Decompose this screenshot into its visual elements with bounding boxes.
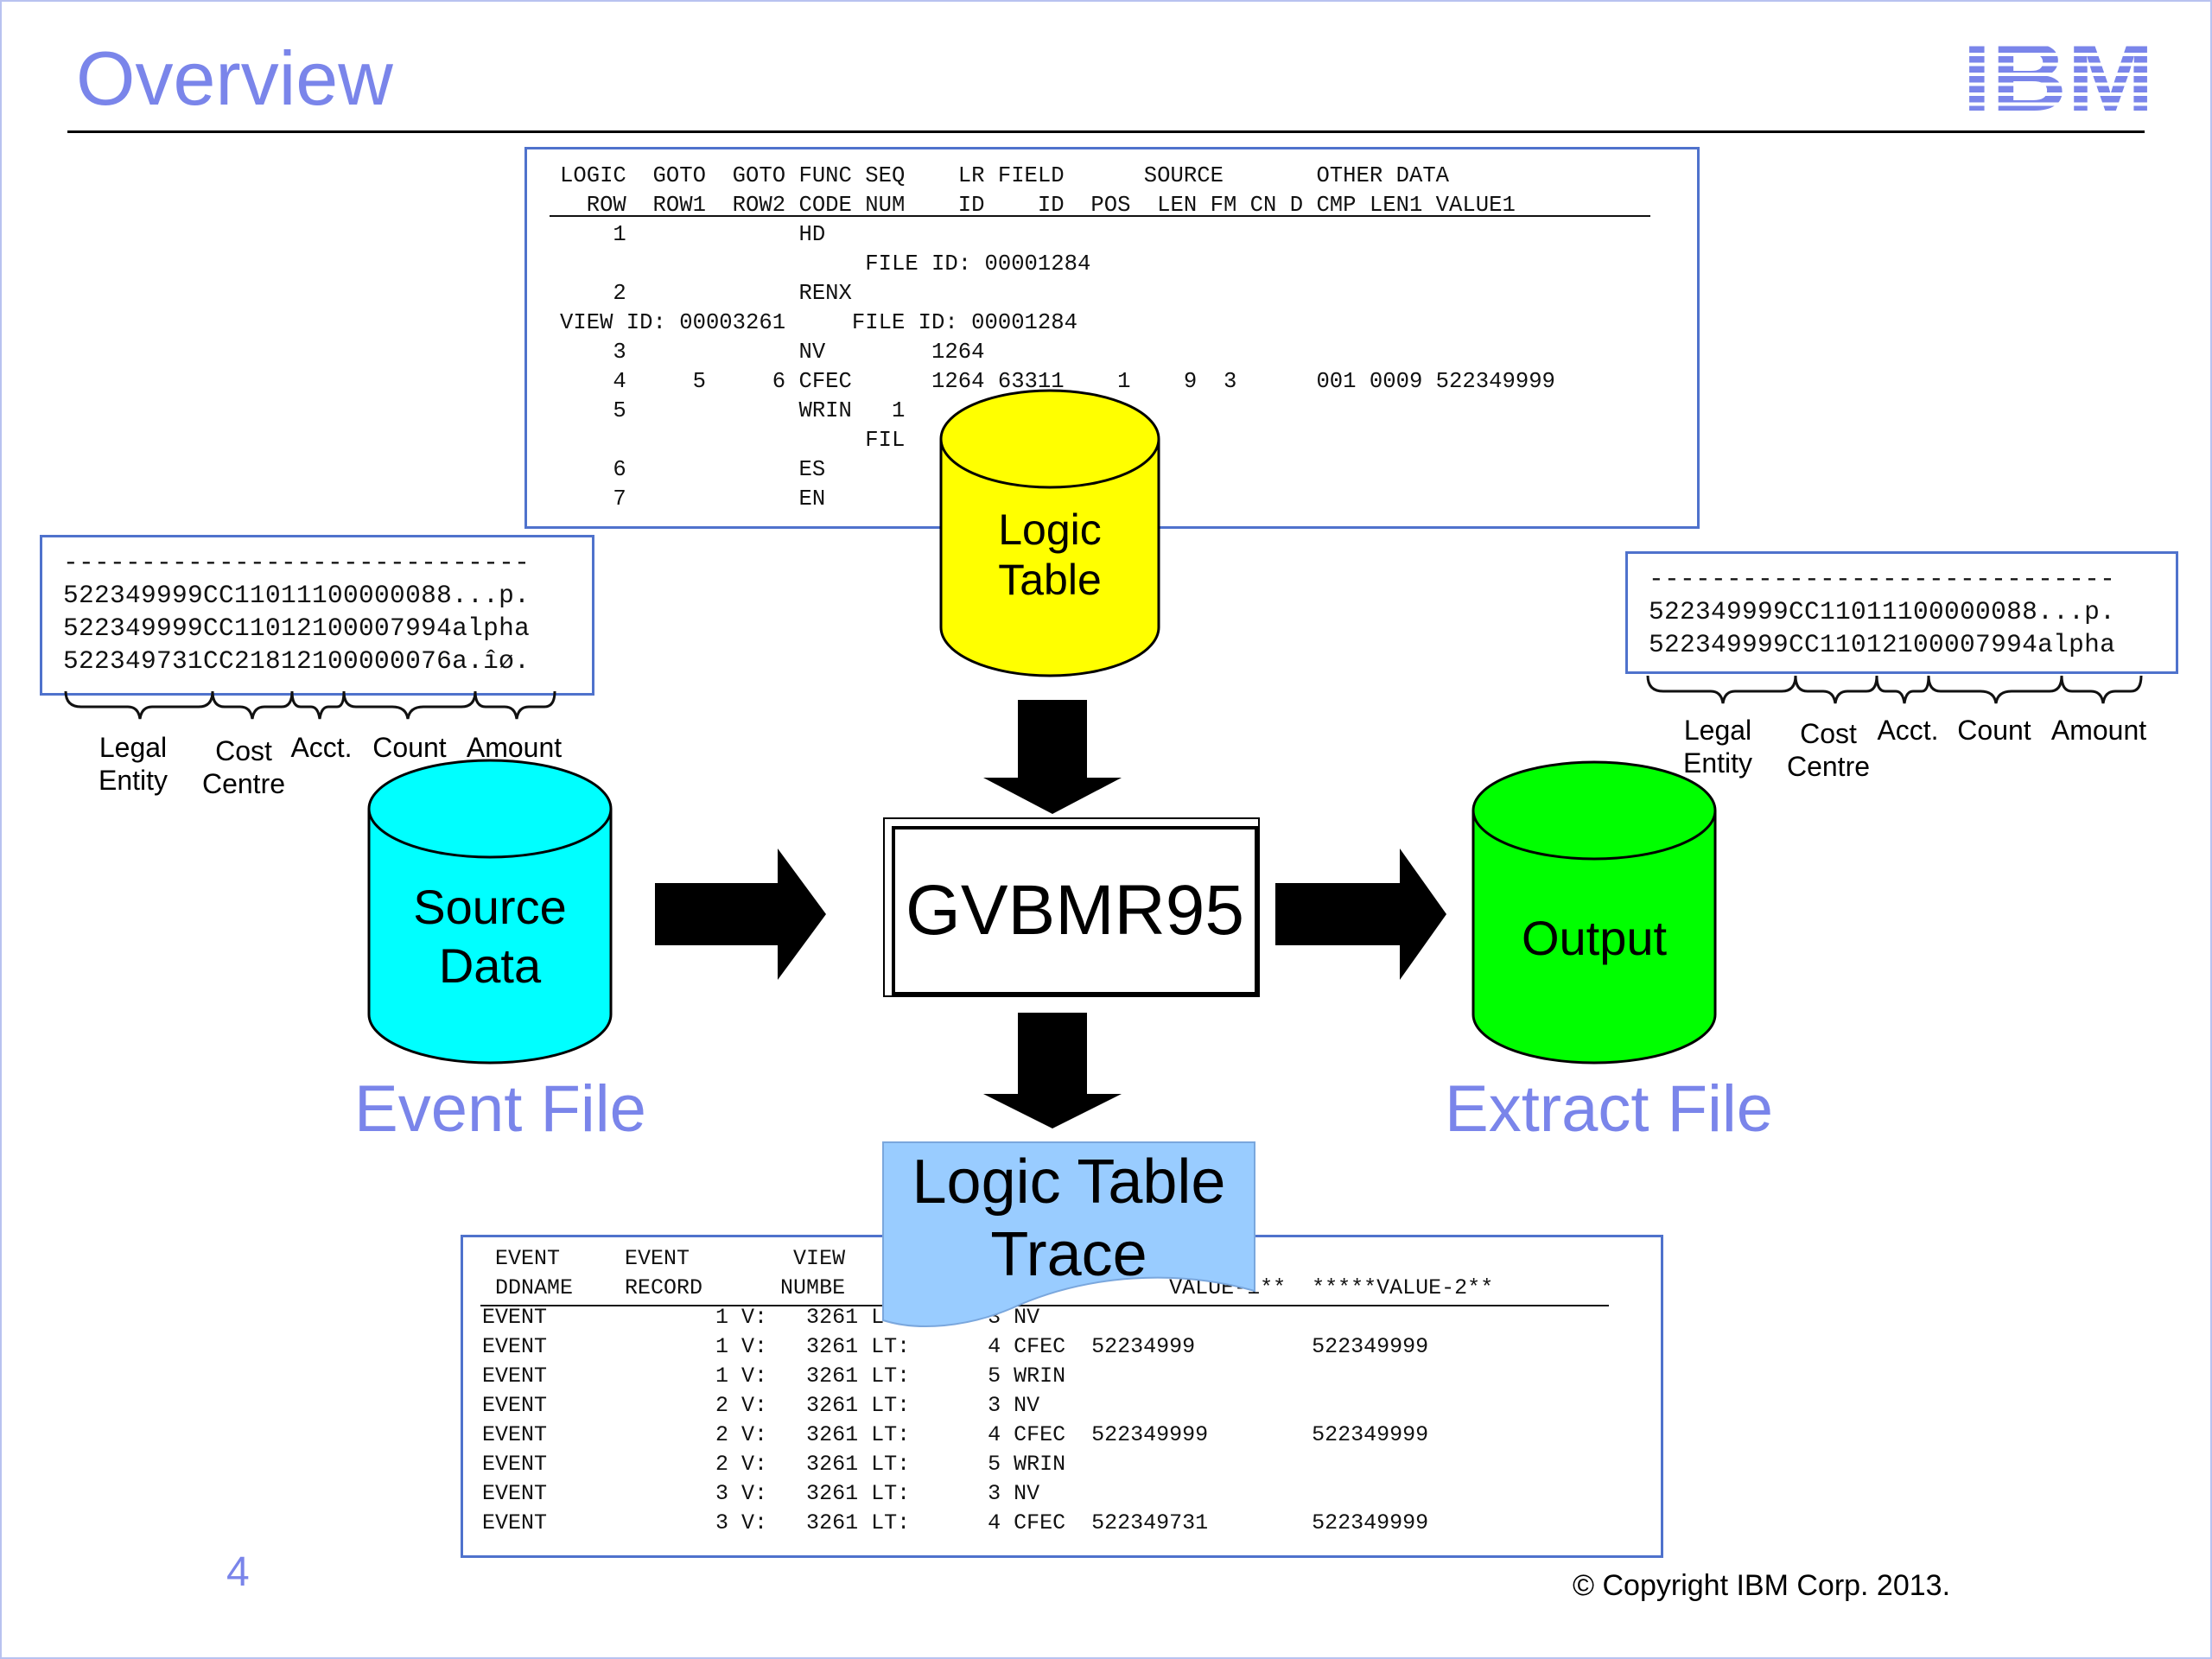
- source-records-box: ------------------------------ 522349999C…: [40, 535, 594, 696]
- logic-table-listing: LOGIC GOTO GOTO FUNC SEQ LR FIELD SOURCE…: [524, 147, 1700, 529]
- logic-table-line: ROW ROW1 ROW2 CODE NUM ID ID POS LEN FM …: [560, 193, 1516, 218]
- output-record-line: 522349999CC11011100000088...p.: [1649, 597, 2116, 626]
- brace-cost-centre: [211, 690, 294, 720]
- brace-legal-entity: [64, 690, 214, 720]
- output-record-line: 522349999CC11012100007994alpha: [1649, 630, 2116, 659]
- event-file-caption: Event File: [354, 1072, 646, 1146]
- copyright: © Copyright IBM Corp. 2013.: [1573, 1569, 1951, 1602]
- output-field-braces: [1646, 675, 2143, 704]
- trace-line: EVENT 1 V: 3261 LT: 4 CFEC 52234999 5223…: [482, 1334, 1429, 1359]
- source-record-line: 522349999CC11011100000088...p.: [63, 581, 531, 610]
- page-number: 4: [226, 1549, 250, 1595]
- source-label-amount: Amount: [466, 732, 563, 763]
- source-field-braces: [64, 690, 556, 720]
- out-brace-legal-entity: [1646, 675, 1797, 704]
- trace-document-shape: [882, 1141, 1255, 1327]
- output-label: Output: [1521, 911, 1668, 965]
- logic-table-label: Logic Table: [998, 505, 1102, 604]
- out-brace-amount: [2060, 675, 2143, 704]
- ibm-logo: IBM: [1962, 36, 2154, 116]
- title-rule: [67, 130, 2145, 133]
- trace-listing: EVENT EVENT VIEW DDNAME RECORD NUMBE VAL…: [461, 1235, 1663, 1558]
- source-label-acct: Acct.: [290, 732, 353, 763]
- arrow-engine-to-output: [1275, 849, 1446, 980]
- logic-table-line: VIEW ID: 00003261 FILE ID: 00001284: [560, 310, 1077, 335]
- brace-acct: [290, 690, 346, 720]
- trace-lines: EVENT EVENT VIEW DDNAME RECORD NUMBE VAL…: [482, 1244, 1493, 1538]
- trace-line: EVENT 1 V: 3261 LT: 5 WRIN: [482, 1363, 1066, 1389]
- source-label-cost-centre: Cost Centre: [201, 735, 286, 799]
- arrow-source-to-engine: [655, 849, 826, 980]
- logic-table-line: 7 EN: [560, 486, 826, 512]
- trace-line: EVENT 2 V: 3261 LT: 4 CFEC 522349999 522…: [482, 1422, 1429, 1447]
- extract-file-caption: Extract File: [1445, 1072, 1774, 1146]
- logic-table-lines: LOGIC GOTO GOTO FUNC SEQ LR FIELD SOURCE…: [560, 162, 1555, 514]
- logic-table-line: FIL: [560, 428, 906, 453]
- trace-line: EVENT 2 V: 3261 LT: 3 NV: [482, 1393, 1040, 1418]
- out-brace-count: [1927, 675, 2063, 704]
- output-records-box: ------------------------------ 522349999C…: [1625, 551, 2178, 674]
- source-record-line: 522349999CC11012100007994alpha: [63, 613, 531, 643]
- source-record-line: 522349731CC21812100000076a.îø.: [63, 646, 531, 676]
- arrow-engine-to-trace: [983, 1013, 1122, 1128]
- source-data-cylinder: [367, 759, 613, 1065]
- trace-line: DDNAME RECORD NUMBE VALUE-1** *****VALUE…: [495, 1275, 1494, 1300]
- logic-table-line: 2 RENX: [560, 281, 852, 306]
- output-record-lines: ------------------------------ 522349999C…: [1649, 563, 2115, 661]
- out-brace-acct: [1875, 675, 1930, 704]
- trace-line: EVENT 3 V: 3261 LT: 4 CFEC 522349731 522…: [482, 1510, 1429, 1535]
- ibm-logo-text: IBM: [1962, 36, 2154, 116]
- engine-label: GVBMR95: [906, 871, 1244, 950]
- output-label-acct: Acct.: [1877, 715, 1939, 746]
- trace-line: EVENT 3 V: 3261 LT: 3 NV: [482, 1481, 1040, 1506]
- trace-header-underline: [480, 1305, 1609, 1306]
- logic-table-line: LOGIC GOTO GOTO FUNC SEQ LR FIELD SOURCE…: [560, 163, 1450, 188]
- output-cylinder: [1471, 760, 1717, 1065]
- logic-table-cylinder: [939, 389, 1160, 677]
- output-label-cost-centre: Cost Centre: [1786, 718, 1871, 782]
- logic-table-line: 1 HD: [560, 222, 826, 247]
- logic-table-line: 5 WRIN 1: [560, 398, 906, 423]
- engine-box: [892, 826, 1258, 995]
- trace-line: EVENT EVENT VIEW: [482, 1246, 846, 1271]
- trace-line: EVENT 2 V: 3261 LT: 5 WRIN: [482, 1452, 1066, 1477]
- brace-count: [342, 690, 477, 720]
- output-record-line: ------------------------------: [1649, 564, 2116, 594]
- output-label-count: Count: [1957, 715, 2031, 746]
- trace-label: Logic Table Trace: [912, 1147, 1226, 1289]
- listing-header-underline: [550, 215, 1650, 217]
- logic-table-line: 3 NV 1264: [560, 340, 985, 365]
- source-record-line: ------------------------------: [63, 548, 531, 577]
- logic-table-line: FILE ID: 00001284: [560, 251, 1091, 276]
- out-brace-cost-centre: [1794, 675, 1878, 704]
- output-label-legal-entity: Legal Entity: [1682, 715, 1753, 779]
- output-label-amount: Amount: [2050, 715, 2147, 746]
- source-data-label: Source Data: [413, 880, 567, 993]
- logic-table-line: 6 ES: [560, 457, 826, 482]
- brace-amount: [474, 690, 556, 720]
- source-label-legal-entity: Legal Entity: [98, 732, 168, 796]
- arrow-logic-table-to-engine: [983, 700, 1122, 814]
- engine-box-shadow: [883, 817, 1260, 997]
- slide-title: Overview: [76, 35, 393, 121]
- source-record-lines: ------------------------------ 522349999C…: [63, 546, 530, 677]
- source-label-count: Count: [372, 732, 447, 763]
